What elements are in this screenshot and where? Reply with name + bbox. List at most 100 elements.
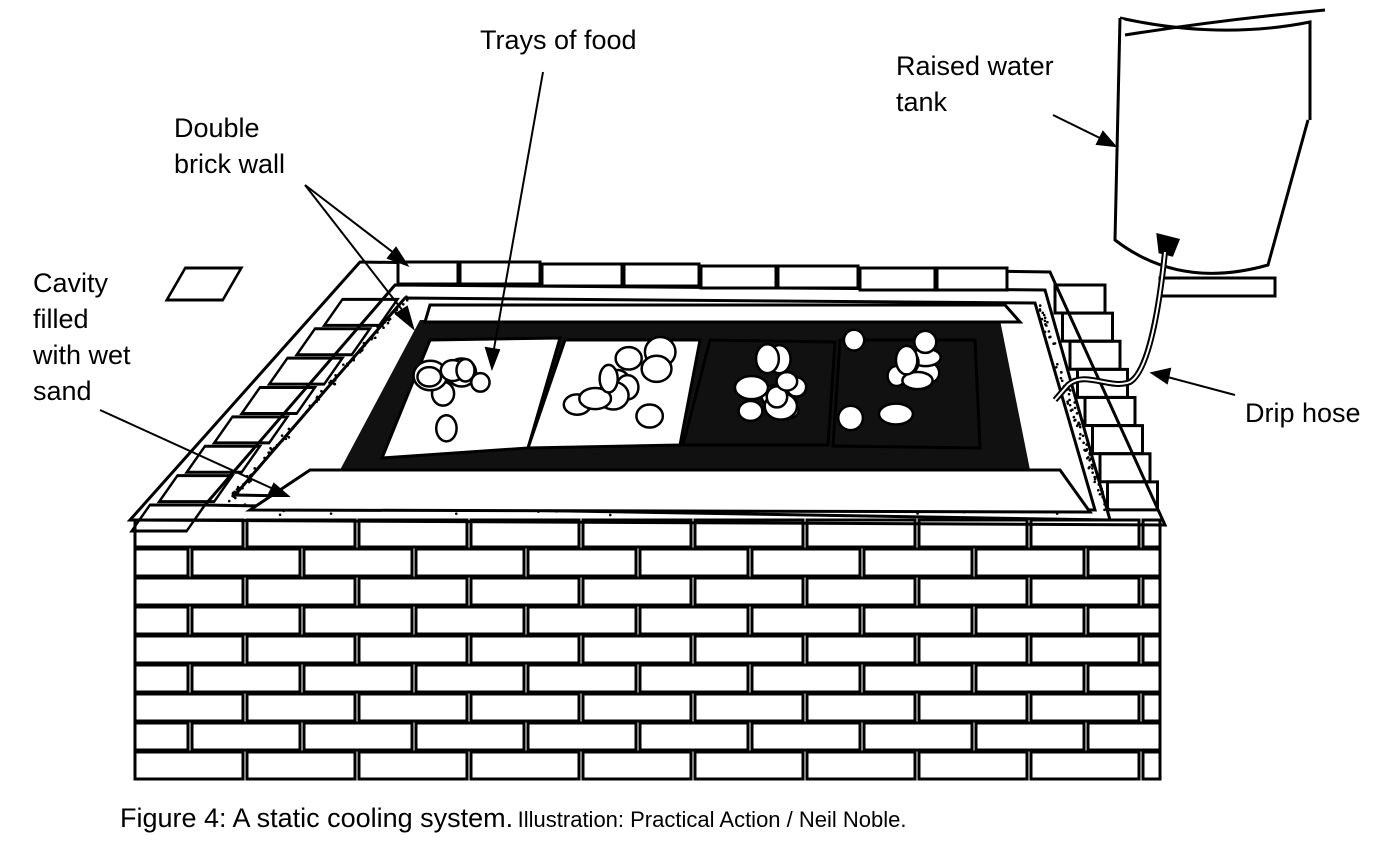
brick [192,549,300,576]
brick [864,665,972,692]
brick [640,665,748,692]
sand-dot [352,359,355,362]
sand-dot [363,342,366,345]
food-item [436,415,456,441]
brick [159,476,232,502]
brick [640,723,748,750]
label-cavity-wet-sand: Cavity filled with wet sand [33,265,131,409]
sand-dot [320,390,323,393]
brick [135,665,188,692]
brick [976,723,1084,750]
food-item [642,356,672,382]
sand-dot [353,355,356,358]
top-bricks [167,262,1007,300]
sand-dot [256,468,259,471]
sand-dot [1079,433,1082,436]
brick [416,549,524,576]
sand-dot [1089,457,1092,460]
brick [695,578,803,605]
sand-dot [228,500,231,503]
brick [919,694,1027,721]
sand-dot [1060,371,1063,374]
brick [1088,549,1160,576]
sand-dot [1039,304,1042,307]
sand-dot [304,412,307,415]
brick [583,636,691,663]
sand-dot [1071,408,1074,411]
brick [919,578,1027,605]
brick [359,752,467,779]
sand-dot [1094,478,1097,481]
front-ledge [250,470,1090,512]
label-hose-text: Drip hose [1245,395,1361,431]
brick [471,578,579,605]
sand-dot [279,513,282,516]
brick [471,520,579,547]
brick [807,694,915,721]
label-wall-line-2: brick wall [174,146,285,182]
brick [528,607,636,634]
sand-dot [281,434,284,437]
label-cavity-line-3: with wet [33,337,131,373]
brick [304,607,412,634]
sand-dot [406,299,409,302]
brick [976,549,1084,576]
brick [1143,636,1160,663]
brick [192,607,300,634]
sand-dot [1041,318,1044,321]
brick [1143,578,1160,605]
sand-dot [1044,316,1047,319]
sand-dot [1091,467,1094,470]
brick [471,636,579,663]
sand-dot [405,295,408,298]
label-tank-line-2: tank [896,84,1054,120]
sand-dot [1103,503,1106,506]
sand-dot [315,400,318,403]
sand-dot [241,487,244,490]
food-item [914,331,936,353]
food-trays [382,338,980,458]
sand-dot [455,512,458,515]
sand-dot [1052,342,1055,345]
sand-dot [349,360,352,363]
drip-hose [1055,252,1165,400]
sand-dot [1099,493,1102,496]
sand-dot [384,321,387,324]
brick [359,578,467,605]
label-cavity-line-2: filled [33,301,131,337]
sand-dot [237,492,240,495]
sand-dot [1082,441,1085,444]
brick [471,752,579,779]
sand-dot [1074,419,1077,422]
sand-dot [609,514,612,517]
food-item [756,344,779,373]
sand-dot [1067,402,1070,405]
brick [695,636,803,663]
sand-dot [1085,443,1088,446]
sand-dot [1078,437,1081,440]
sand-dot [232,492,235,495]
food-item [844,330,864,351]
sand-dot [1044,331,1047,334]
brick [471,694,579,721]
sand-dot [396,309,399,312]
sand-dot [374,337,377,340]
food-item [879,404,913,425]
brick [247,752,355,779]
label-cavity-line-1: Cavity [33,265,131,301]
sand-dot [387,322,390,325]
sand-dot [267,451,270,454]
sand-dot [1101,496,1104,499]
sand-dot [1103,500,1106,503]
sand-dot [330,512,333,515]
sand-dot [250,473,253,476]
sand-dot [390,312,393,315]
brick [304,665,412,692]
brick [640,549,748,576]
sand-dot [1106,507,1109,510]
brick [192,665,300,692]
sand-dot [300,417,303,420]
sand-dot [1043,314,1046,317]
brick [1070,341,1120,369]
sand-dot [253,467,256,470]
